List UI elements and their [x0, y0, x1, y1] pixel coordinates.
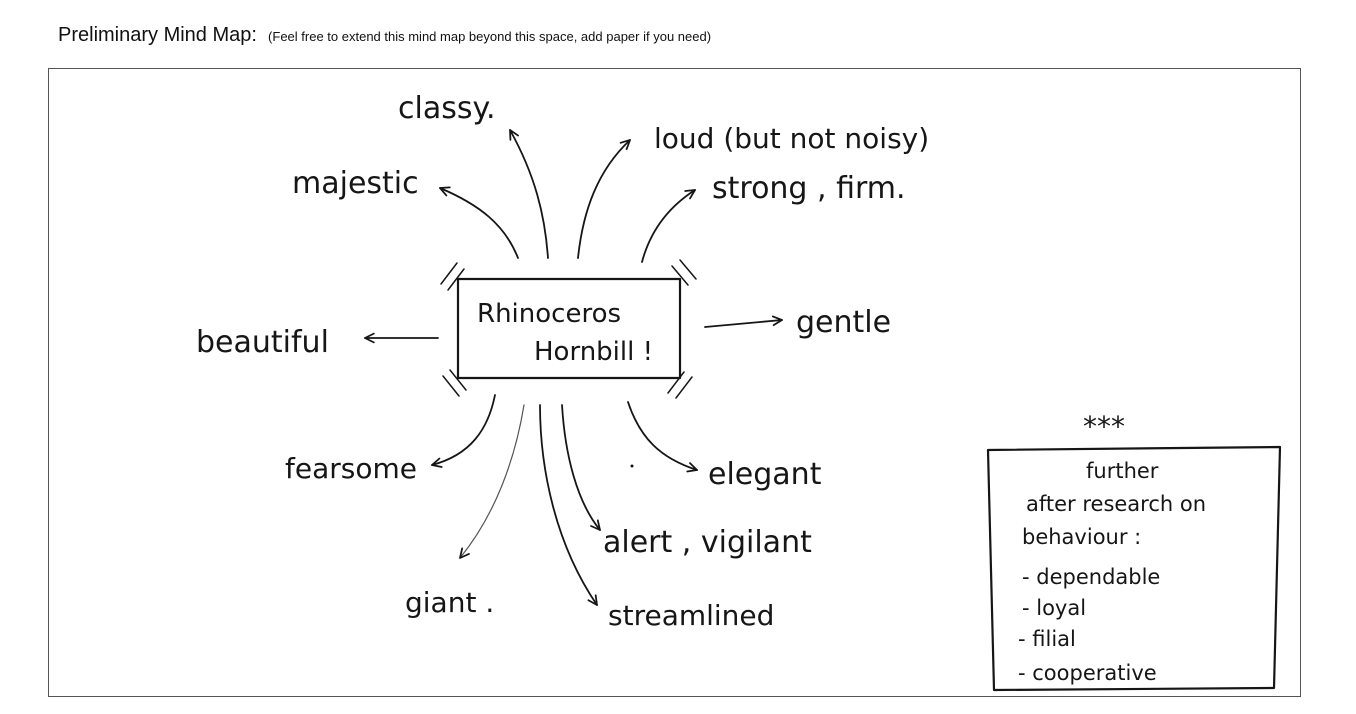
arrow-elegant	[627, 401, 698, 473]
center-node: Rhinoceros Hornbill !	[440, 259, 697, 399]
corner-marks	[440, 259, 697, 399]
mind-map-frame	[48, 68, 1301, 697]
arrow-classy	[509, 129, 549, 259]
branch-words: classy. loud (but not noisy) majestic st…	[196, 91, 929, 632]
center-box	[456, 277, 682, 380]
note-line-7: - cooperative	[1018, 661, 1157, 685]
center-line-1: Rhinoceros	[477, 299, 621, 329]
page-title: Preliminary Mind Map:	[58, 24, 257, 46]
word-majestic: majestic	[292, 166, 419, 201]
word-elegant: elegant	[708, 457, 822, 492]
arrow-strong	[641, 189, 696, 263]
note-line-5: - loyal	[1022, 596, 1086, 620]
note-box	[986, 445, 1282, 692]
word-strong: strong , firm.	[712, 171, 906, 206]
note-line-4: - dependable	[1022, 565, 1160, 589]
word-streamlined: streamlined	[608, 599, 774, 632]
ink-dot	[630, 464, 634, 468]
arrow-loud	[577, 139, 631, 259]
note-stars: ***	[1083, 410, 1125, 443]
connectors	[364, 129, 783, 606]
arrow-majestic	[439, 186, 519, 259]
word-alert: alert , vigilant	[603, 525, 812, 560]
research-note: *** further after research on behaviour …	[986, 410, 1282, 692]
arrow-fearsome	[431, 394, 496, 468]
note-line-2: after research on	[1026, 492, 1206, 516]
word-fearsome: fearsome	[285, 452, 417, 485]
arrow-alert	[561, 404, 601, 531]
page-header: Preliminary Mind Map: (Feel free to exte…	[58, 24, 711, 47]
arrow-giant	[459, 404, 525, 559]
word-beautiful: beautiful	[196, 325, 329, 360]
arrow-gentle	[704, 315, 783, 328]
page-subtitle: (Feel free to extend this mind map beyon…	[268, 29, 712, 44]
word-loud: loud (but not noisy)	[654, 122, 929, 155]
note-line-3: behaviour :	[1022, 525, 1141, 549]
note-line-6: - filial	[1018, 627, 1076, 651]
word-giant: giant .	[405, 586, 494, 619]
note-line-1: further	[1086, 459, 1159, 483]
center-line-2: Hornbill !	[534, 337, 653, 367]
arrow-streamlined	[539, 404, 598, 606]
word-classy: classy.	[398, 91, 496, 126]
word-gentle: gentle	[796, 305, 891, 340]
